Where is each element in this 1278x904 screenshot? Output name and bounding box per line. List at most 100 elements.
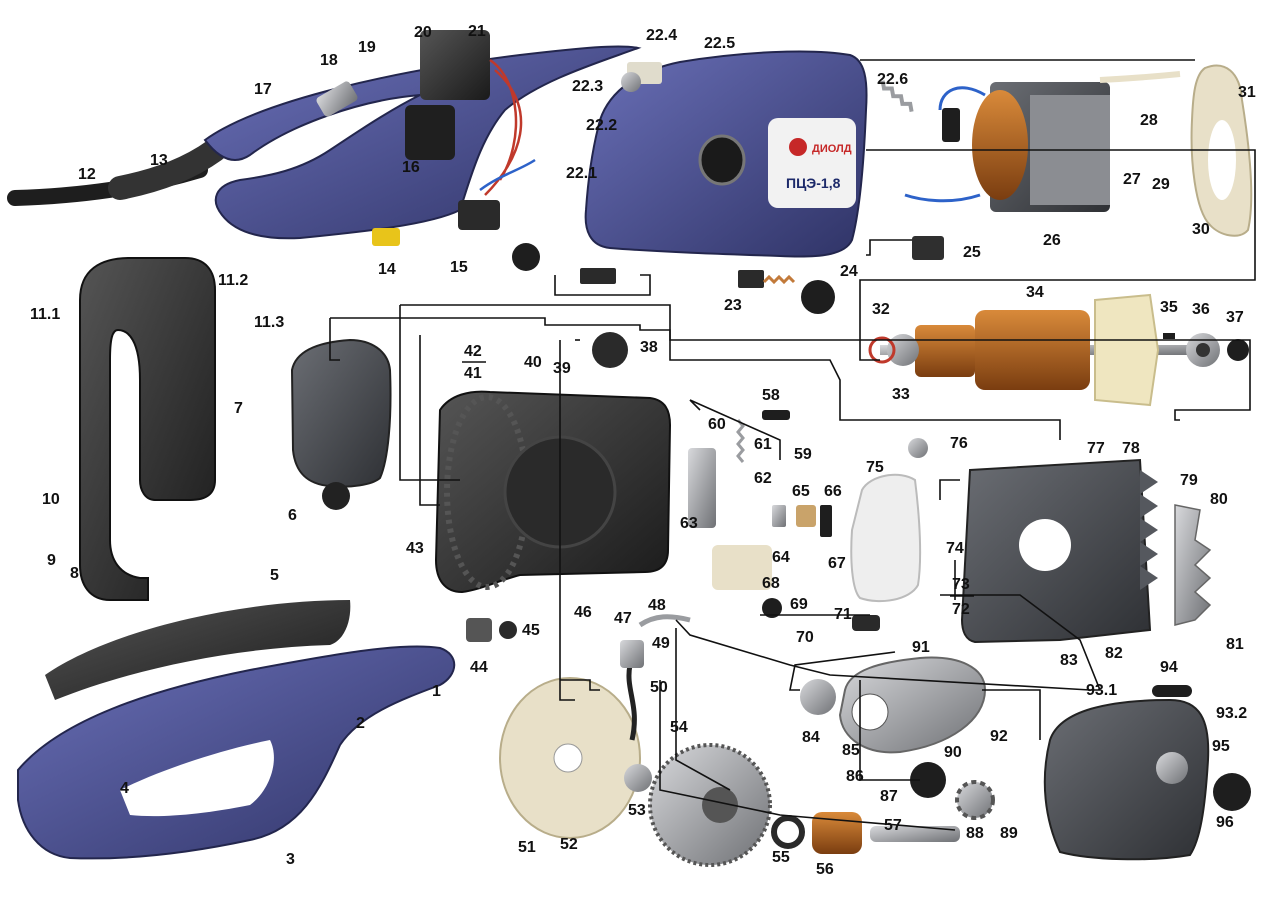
callout-77: 77 — [1087, 440, 1105, 457]
cover-insert-5 — [45, 600, 351, 700]
drive-assembly — [466, 614, 960, 867]
callout-81: 81 — [1226, 636, 1244, 653]
gearbox-housing — [434, 332, 672, 594]
callout-22-3: 22.3 — [572, 78, 604, 95]
callout-26: 26 — [1043, 232, 1061, 249]
callout-41: 41 — [464, 365, 482, 382]
brand-logo-icon — [789, 138, 807, 156]
cord-clamp — [458, 200, 500, 230]
callout-39: 39 — [553, 360, 571, 377]
brush-left — [580, 268, 616, 284]
callout-93-2: 93.2 — [1216, 705, 1248, 722]
key-35 — [1163, 333, 1175, 339]
callout-16: 16 — [402, 159, 420, 176]
callout-74: 74 — [946, 540, 964, 557]
callout-93-1: 93.1 — [1086, 682, 1118, 699]
knob-96 — [1213, 773, 1251, 811]
callout-22-2: 22.2 — [586, 117, 618, 134]
brand-label: ДИОЛД — [812, 143, 852, 155]
stator-winding-left — [972, 90, 1028, 200]
front-cover — [17, 600, 456, 860]
callout-12: 12 — [78, 166, 96, 183]
cover-lever-94 — [1152, 685, 1192, 697]
callout-1: 1 — [432, 683, 441, 700]
callout-53: 53 — [628, 802, 646, 819]
bearing-53 — [624, 764, 652, 792]
brush-holders — [512, 236, 944, 314]
callout-15: 15 — [450, 259, 468, 276]
callout-5: 5 — [270, 567, 279, 584]
callout-57: 57 — [884, 817, 902, 834]
callout-4: 4 — [120, 780, 129, 797]
callout-69: 69 — [790, 596, 808, 613]
switch-lever — [405, 105, 455, 160]
oil-line-50 — [626, 664, 637, 741]
callout-31: 31 — [1238, 84, 1256, 101]
callout-30: 30 — [1192, 221, 1210, 238]
armature-bearing-left — [887, 334, 919, 366]
wires — [484, 58, 523, 196]
callout-51: 51 — [518, 839, 536, 856]
callout-62: 62 — [754, 470, 772, 487]
housing-spring — [880, 80, 914, 112]
callout-24: 24 — [840, 263, 858, 280]
pump-body-47 — [620, 640, 644, 668]
device-label: ПЦЭ-1,8 — [786, 175, 841, 191]
tensioner-hole — [851, 693, 889, 731]
callout-28: 28 — [1140, 112, 1158, 129]
callout-86: 86 — [846, 768, 864, 785]
callout-37: 37 — [1226, 309, 1244, 326]
brush-holder-25 — [912, 236, 944, 260]
stator-wire-bottom — [904, 193, 981, 203]
callout-22-4: 22.4 — [646, 27, 678, 44]
wires-blue — [479, 158, 536, 192]
stator-terminal — [942, 108, 960, 142]
callout-70: 70 — [796, 629, 814, 646]
bearing-inner-right — [1196, 343, 1210, 357]
callout-10: 10 — [42, 491, 60, 508]
callout-22-1: 22.1 — [566, 165, 598, 182]
callout-80: 80 — [1210, 491, 1228, 508]
callout-21: 21 — [468, 23, 486, 40]
callout-33: 33 — [892, 386, 910, 403]
bumper-spike-79 — [1174, 504, 1212, 626]
callout-11-3: 11.3 — [254, 314, 285, 331]
stator-lead — [1099, 71, 1181, 83]
callout-22-6: 22.6 — [877, 71, 909, 88]
callout-83: 83 — [1060, 652, 1078, 669]
callout-9: 9 — [47, 552, 56, 569]
stator — [904, 71, 1181, 212]
stator-wire-top — [938, 86, 986, 111]
brake-plate-68 — [712, 545, 772, 590]
callout-18: 18 — [320, 52, 338, 69]
bolt-76 — [908, 438, 928, 458]
handle-half-with-cord — [7, 30, 642, 246]
callout-55: 55 — [772, 849, 790, 866]
callout-84: 84 — [802, 729, 820, 746]
housing-bearing-bore — [698, 134, 746, 186]
callout-92: 92 — [990, 728, 1008, 745]
cover-handle-opening — [120, 740, 274, 817]
spring-61 — [736, 419, 745, 463]
bushing-45 — [499, 621, 517, 639]
callout-43: 43 — [406, 540, 424, 557]
callout-36: 36 — [1192, 301, 1210, 318]
cap-38 — [592, 332, 628, 368]
callout-11-2: 11.2 — [218, 272, 249, 289]
washer-37 — [1227, 339, 1249, 361]
shaft-57 — [870, 826, 960, 842]
bushing-65 — [796, 505, 816, 527]
brush-cap-right — [801, 280, 835, 314]
switch-module — [420, 30, 490, 100]
callout-94: 94 — [1160, 659, 1178, 676]
callout-13: 13 — [150, 152, 168, 169]
brake-link-58 — [762, 410, 790, 420]
callout-52: 52 — [560, 836, 578, 853]
callout-34: 34 — [1026, 284, 1044, 301]
base-plate-bore — [1019, 519, 1071, 571]
callout-72: 72 — [952, 601, 970, 618]
cover-nut-boss — [1156, 752, 1188, 784]
callout-89: 89 — [1000, 825, 1018, 842]
housing-roller — [621, 72, 641, 92]
callout-58: 58 — [762, 387, 780, 404]
